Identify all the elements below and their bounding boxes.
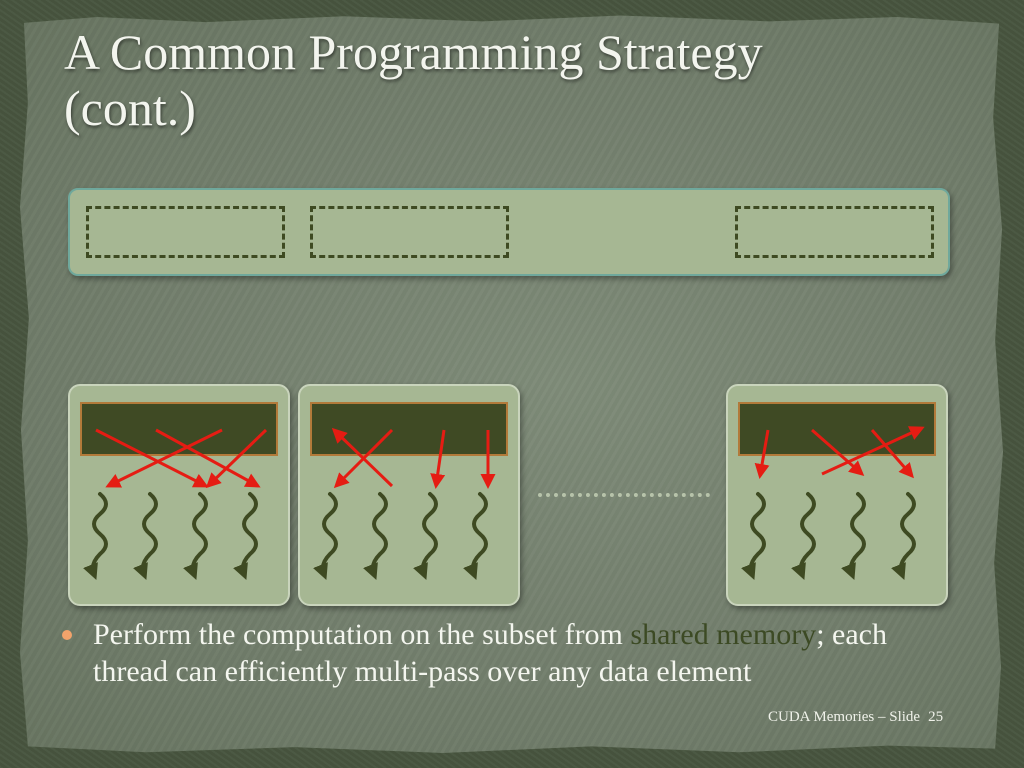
title-line-1: A Common Programming Strategy xyxy=(64,24,763,80)
thread-wavy-arrow-icon xyxy=(463,492,488,580)
access-arrow xyxy=(95,428,209,488)
access-arrow xyxy=(430,429,446,489)
bullet-text-part-1: Perform the computation on the subset fr… xyxy=(93,618,631,651)
bullet-list: Perform the computation on the subset fr… xyxy=(62,616,942,690)
thread-wavy-arrow-icon xyxy=(413,492,438,580)
memory-tile-3 xyxy=(735,206,934,258)
ellipsis-dotted-line xyxy=(538,493,710,497)
thread-block-2 xyxy=(298,384,520,606)
block-3-diagram xyxy=(741,426,925,580)
bullet-text-part-2: ; each thread can efficiently multi-pass… xyxy=(93,618,887,688)
thread-wavy-arrow-icon xyxy=(741,492,766,580)
thread-wavy-arrow-icon xyxy=(133,492,158,580)
footer-label: CUDA Memories – Slide xyxy=(768,709,921,725)
access-arrow xyxy=(331,427,394,488)
slide-number: 25 xyxy=(928,709,944,725)
memory-tile-1 xyxy=(86,206,285,258)
thread-wavy-arrow-icon xyxy=(891,492,916,580)
access-arrow xyxy=(105,428,223,488)
title-line-2: (cont.) xyxy=(64,80,196,136)
thread-wavy-arrow-icon xyxy=(841,492,866,580)
thread-wavy-arrow-icon xyxy=(363,492,388,580)
access-arrow xyxy=(205,428,268,489)
access-arrow xyxy=(870,429,914,479)
thread-wavy-arrow-icon xyxy=(791,492,816,580)
slide-title: A Common Programming Strategy (cont.) xyxy=(64,24,964,136)
shared-memory-tile xyxy=(80,402,278,456)
thread-wavy-arrow-icon xyxy=(233,492,258,580)
access-arrow xyxy=(811,428,865,476)
bullet-highlight-shared-memory: shared memory xyxy=(630,618,817,651)
block-2-diagram xyxy=(313,427,496,580)
block-1-diagram xyxy=(83,428,268,580)
global-memory-bar xyxy=(68,188,950,276)
shared-memory-tile xyxy=(738,402,936,456)
memory-tile-2 xyxy=(310,206,509,258)
thread-block-1 xyxy=(68,384,290,606)
access-arrow xyxy=(155,428,261,488)
bullet-item: Perform the computation on the subset fr… xyxy=(93,616,942,690)
access-arrow xyxy=(821,426,925,476)
access-arrow xyxy=(754,429,770,479)
thread-wavy-arrow-icon xyxy=(313,492,338,580)
slide-footer: CUDA Memories – Slide 25 xyxy=(768,709,943,726)
thread-block-3 xyxy=(726,384,948,606)
thread-wavy-arrow-icon xyxy=(83,492,108,580)
round-bullet-icon xyxy=(62,630,72,640)
thread-wavy-arrow-icon xyxy=(183,492,208,580)
